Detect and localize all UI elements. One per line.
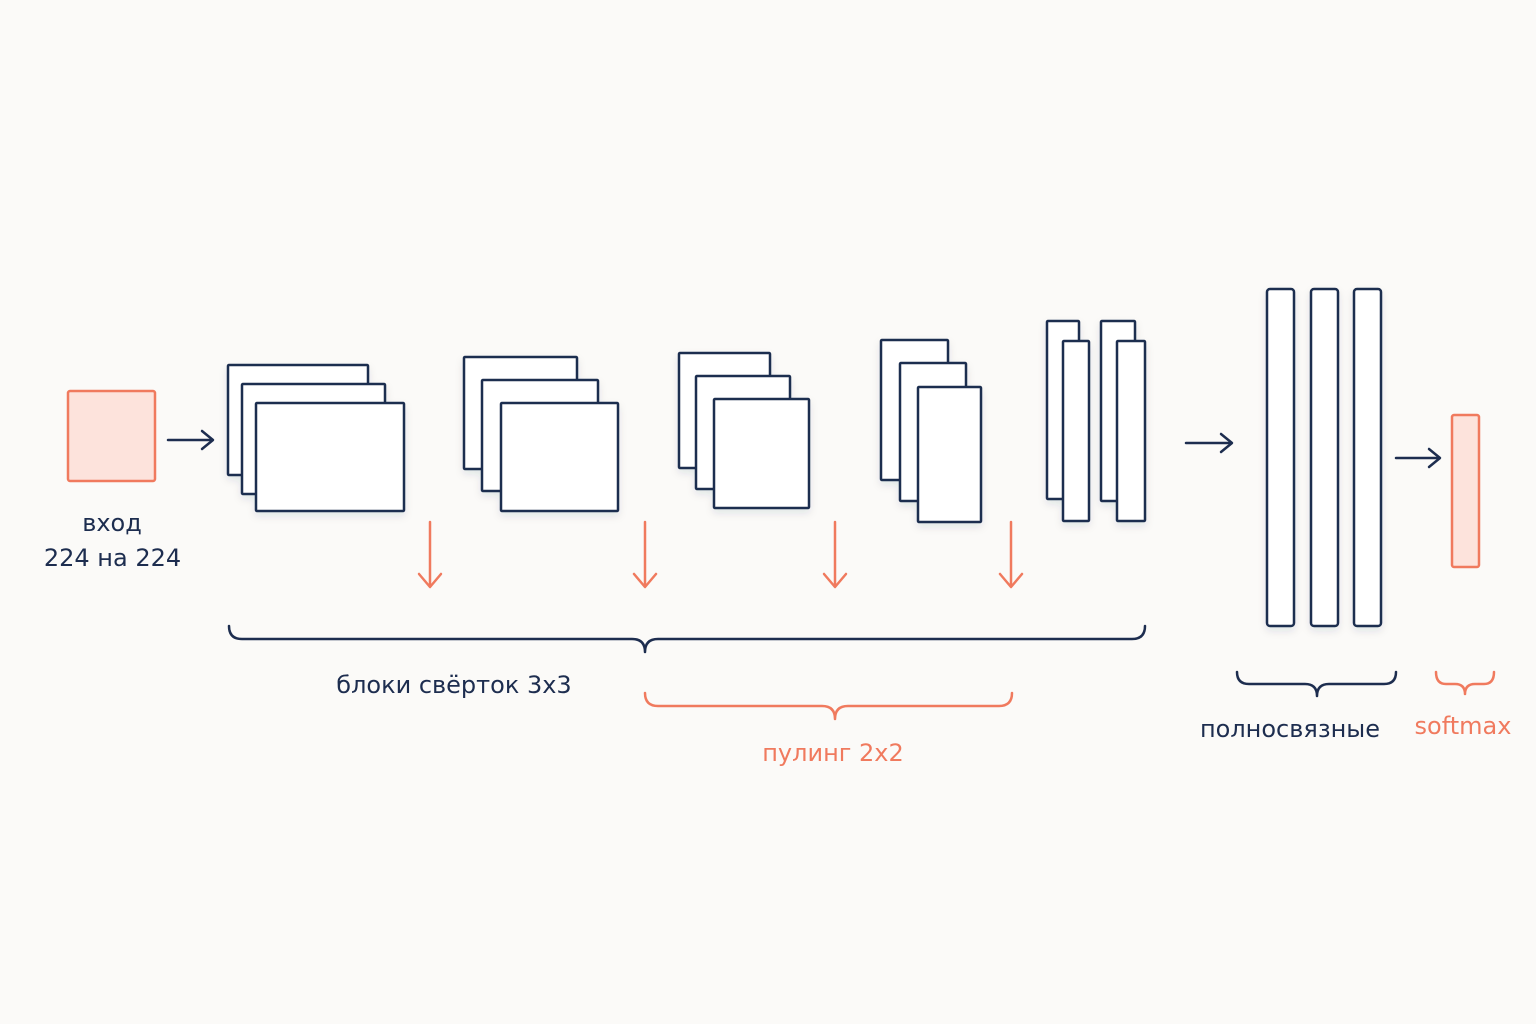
conv-block-1 <box>226 363 406 513</box>
softmax-label: softmax <box>1414 712 1512 740</box>
fully-connected-label: полносвязные <box>1199 715 1381 743</box>
conv-blocks-label: блоки свёрток 3x3 <box>336 671 572 699</box>
conv-blocks-brace <box>227 624 1147 654</box>
pooling-brace <box>643 691 1014 721</box>
fc-layer-2 <box>1309 287 1340 628</box>
conv-block-4 <box>879 338 983 524</box>
conv-block-3-map-front <box>712 397 811 510</box>
conv-block-1-map-front <box>254 401 406 513</box>
input-label-line1: вход <box>82 509 142 537</box>
input-image-block <box>66 389 157 483</box>
fc-layer-3 <box>1352 287 1383 628</box>
arrow-input-to-conv <box>166 429 215 451</box>
pooling-arrow-3 <box>822 520 848 589</box>
fc-brace <box>1235 670 1398 698</box>
conv-block-2 <box>462 355 620 513</box>
pooling-arrow-4 <box>998 520 1024 589</box>
conv-block-5-map-4 <box>1115 339 1147 523</box>
arrow-fc-to-softmax <box>1394 447 1442 469</box>
input-label-line2: 224 на 224 <box>43 544 182 572</box>
pooling-arrow-2 <box>632 520 658 589</box>
arrow-conv-to-fc <box>1184 432 1234 454</box>
conv-block-5 <box>1045 319 1147 523</box>
conv-block-5-map-2 <box>1061 339 1091 523</box>
conv-block-2-map-front <box>499 401 620 513</box>
fully-connected-layers <box>1265 287 1383 628</box>
pooling-label: пулинг 2x2 <box>762 739 904 767</box>
fc-layer-1 <box>1265 287 1296 628</box>
pooling-arrows <box>417 520 1024 589</box>
pooling-arrow-1 <box>417 520 443 589</box>
softmax-block <box>1450 413 1481 569</box>
conv-block-3 <box>677 351 811 510</box>
conv-block-4-map-front <box>916 385 983 524</box>
softmax-brace <box>1434 670 1496 696</box>
